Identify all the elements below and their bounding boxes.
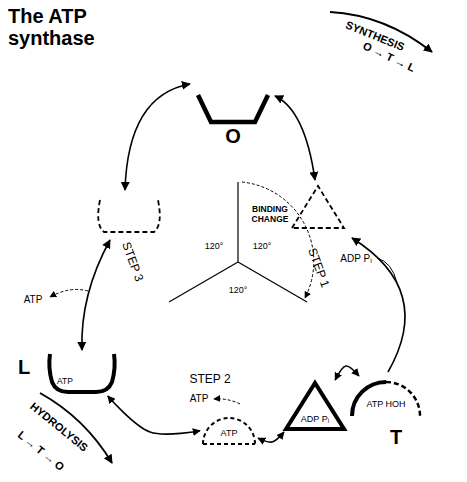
loose-site: L ATP (16, 350, 120, 398)
step-label: STEP 1 (304, 246, 331, 289)
state-outline (49, 354, 114, 392)
state-outline (352, 382, 386, 416)
cycle-arrow (335, 366, 359, 380)
site-shape (195, 92, 271, 126)
product-label: ATP (190, 393, 209, 405)
rotor-line (169, 262, 238, 302)
site-shape (46, 352, 118, 396)
rotor-line (237, 182, 238, 262)
dashed-triangle (292, 186, 344, 228)
product-label: ATP (24, 294, 43, 306)
site-letter: O (225, 125, 241, 147)
state-outline (203, 418, 255, 444)
state-outline (198, 95, 268, 122)
step-label: STEP 3 (118, 240, 145, 283)
site-letter: T (390, 426, 402, 448)
dashed-cup (98, 200, 160, 232)
diagram-title: The ATP synthase (8, 6, 120, 49)
substrate-arrow (377, 258, 397, 283)
tight-site-substrate: ADP Pᵢ (283, 380, 347, 432)
state-outline (203, 443, 255, 445)
substrate-label: ADP Pᵢ (340, 253, 371, 265)
bound-ligand: ATP (221, 429, 238, 439)
rotation-arrow (242, 182, 314, 298)
angle-label: 120° (205, 241, 224, 251)
angle-label: 120° (253, 241, 272, 251)
open-site: O (195, 92, 271, 152)
cycle-arrow (275, 96, 315, 180)
rotation-label: BINDING CHANGE (245, 205, 295, 225)
site-letter: L (18, 356, 30, 378)
release-arrow (214, 399, 240, 404)
state-outline (286, 383, 344, 429)
bound-ligand: ATP HOH (366, 400, 405, 410)
cycle-arrow (108, 396, 200, 434)
dashed-loose-site: ATP (200, 414, 258, 446)
bound-ligand: ATP (57, 377, 73, 386)
release-arrow (50, 289, 88, 297)
state-outline (386, 382, 420, 416)
bound-ligand: ADP Pᵢ (301, 415, 329, 425)
cycle-arrow (258, 432, 284, 442)
site-shape (283, 380, 347, 432)
angle-label: 120° (229, 285, 248, 295)
site-shape (350, 376, 422, 418)
cycle-arrow (82, 240, 110, 350)
step-label: STEP 2 (189, 373, 230, 387)
rotor-line (238, 262, 307, 302)
cycle-arrow (125, 84, 190, 190)
tight-site-product: ATP HOH T (348, 376, 424, 456)
